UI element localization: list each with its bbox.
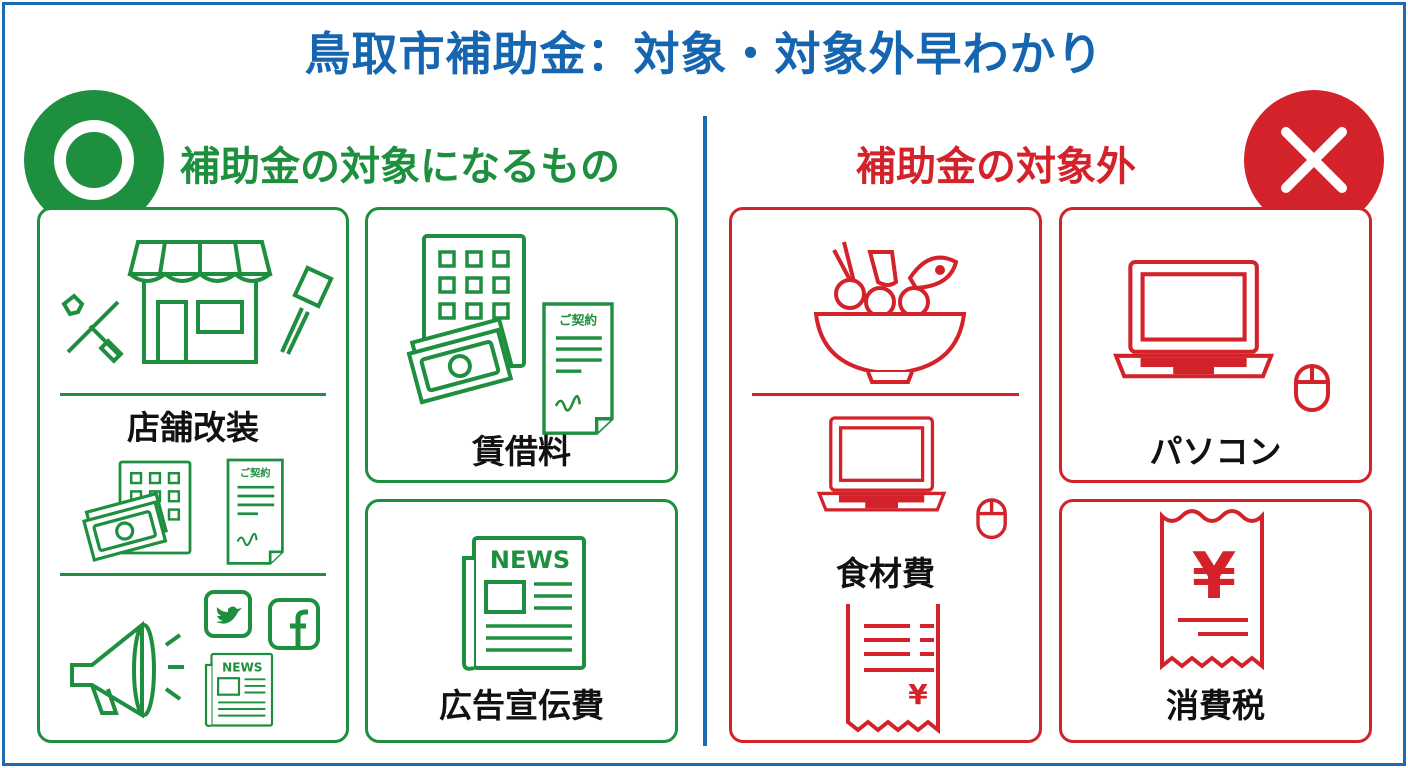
news-icon-text: NEWS — [490, 546, 570, 574]
megaphone-icon — [70, 620, 184, 719]
contract-icon-text: ご契約 — [559, 312, 597, 328]
twitter-icon — [204, 590, 252, 638]
eligible-heading: 補助金の対象になるもの — [180, 144, 620, 190]
item-label: 広告宣伝費 — [439, 686, 604, 725]
item-label: 店舗改装 — [127, 408, 259, 447]
newspaper-icon: NEWS — [204, 652, 274, 728]
card-divider — [60, 573, 326, 576]
tools-icon — [61, 293, 124, 364]
laptop-icon — [1112, 262, 1282, 392]
center-divider — [703, 116, 707, 746]
item-label: 消費税 — [1166, 686, 1265, 725]
card-divider — [60, 393, 326, 396]
card-divider — [752, 393, 1019, 396]
ineligible-heading: 補助金の対象外 — [856, 144, 1136, 190]
item-label: 賃借料 — [472, 432, 571, 471]
eligible-card-store-renovation: 店舗改装 ご契約 NEWS — [37, 207, 349, 743]
news-icon-text: NEWS — [222, 661, 262, 675]
contract-document-icon: ご契約 — [542, 302, 614, 435]
money-icon — [404, 317, 517, 405]
receipt-icon: ¥ — [846, 604, 940, 735]
laptop-icon — [817, 416, 946, 512]
mouse-icon — [1294, 364, 1330, 412]
item-label: 食材費 — [836, 554, 935, 593]
page-title: 鳥取市補助金：対象・対象外早わかり — [304, 27, 1104, 81]
money-icon — [80, 492, 171, 562]
ineligible-card-ingredients: 食材費 ¥ — [729, 207, 1042, 743]
yen-icon-text: ¥ — [908, 678, 928, 711]
circle-mark-icon — [24, 90, 164, 230]
ineligible-card-computer: パソコン — [1059, 207, 1372, 483]
mouse-icon — [976, 498, 1007, 540]
cross-mark-icon — [1244, 90, 1384, 230]
paintbrush-icon — [280, 265, 334, 355]
tax-receipt-icon: ¥ — [1160, 509, 1264, 671]
item-label: パソコン — [1149, 432, 1282, 471]
contract-document-icon: ご契約 — [226, 458, 284, 565]
food-bowl-icon — [813, 241, 967, 384]
facebook-icon — [268, 598, 320, 650]
eligible-card-advertising: NEWS 広告宣伝費 — [365, 499, 678, 743]
store-icon — [127, 240, 273, 364]
newspaper-icon: NEWS — [462, 536, 586, 671]
eligible-card-rent: ご契約 賃借料 — [365, 207, 678, 483]
yen-icon-text: ¥ — [1192, 540, 1237, 614]
contract-icon-text: ご契約 — [240, 466, 271, 479]
ineligible-card-consumption-tax: ¥ 消費税 — [1059, 499, 1372, 743]
